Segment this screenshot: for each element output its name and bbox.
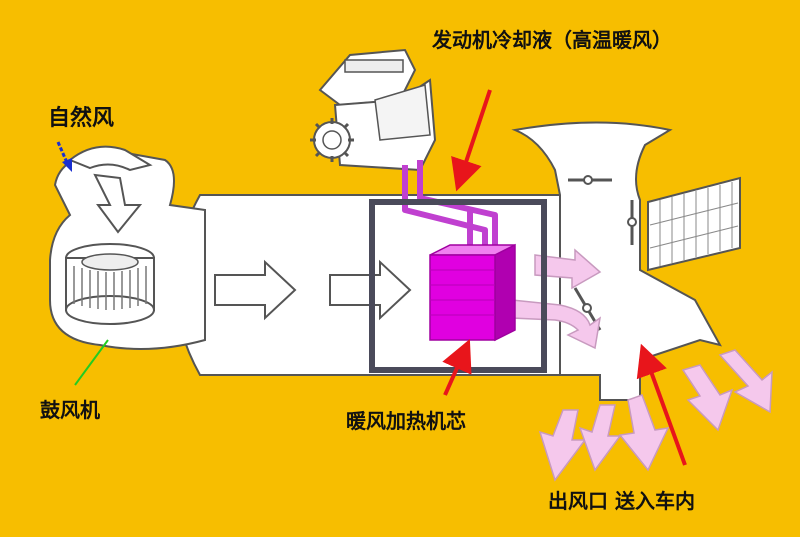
engine-icon <box>310 48 437 172</box>
engine-gear-icon <box>310 118 354 162</box>
coolant-pipes <box>402 160 498 255</box>
pointer-heater-core <box>442 339 472 396</box>
heater-core <box>429 243 516 342</box>
distribution-housing <box>511 121 722 401</box>
intake-arrow-icon <box>68 145 153 234</box>
label-blower: 鼓风机 <box>40 398 100 422</box>
label-engine-coolant: 发动机冷却液（高温暖风） <box>432 28 672 52</box>
pointer-natural-wind-head <box>62 158 72 172</box>
damper-icon <box>568 175 637 331</box>
label-natural-wind: 自然风 <box>48 106 115 131</box>
pointer-outlet <box>636 343 687 466</box>
radiator-grille-icon <box>647 176 741 272</box>
label-outlet: 出风口 送入车内 <box>548 489 695 513</box>
flow-arrow-icon <box>214 259 412 321</box>
blower-fan-icon <box>65 243 155 325</box>
label-heater-core: 暖风加热机芯 <box>346 409 466 433</box>
pointer-engine-coolant <box>451 89 492 192</box>
warm-air-arrows <box>511 248 773 482</box>
pointer-blower <box>74 339 109 386</box>
